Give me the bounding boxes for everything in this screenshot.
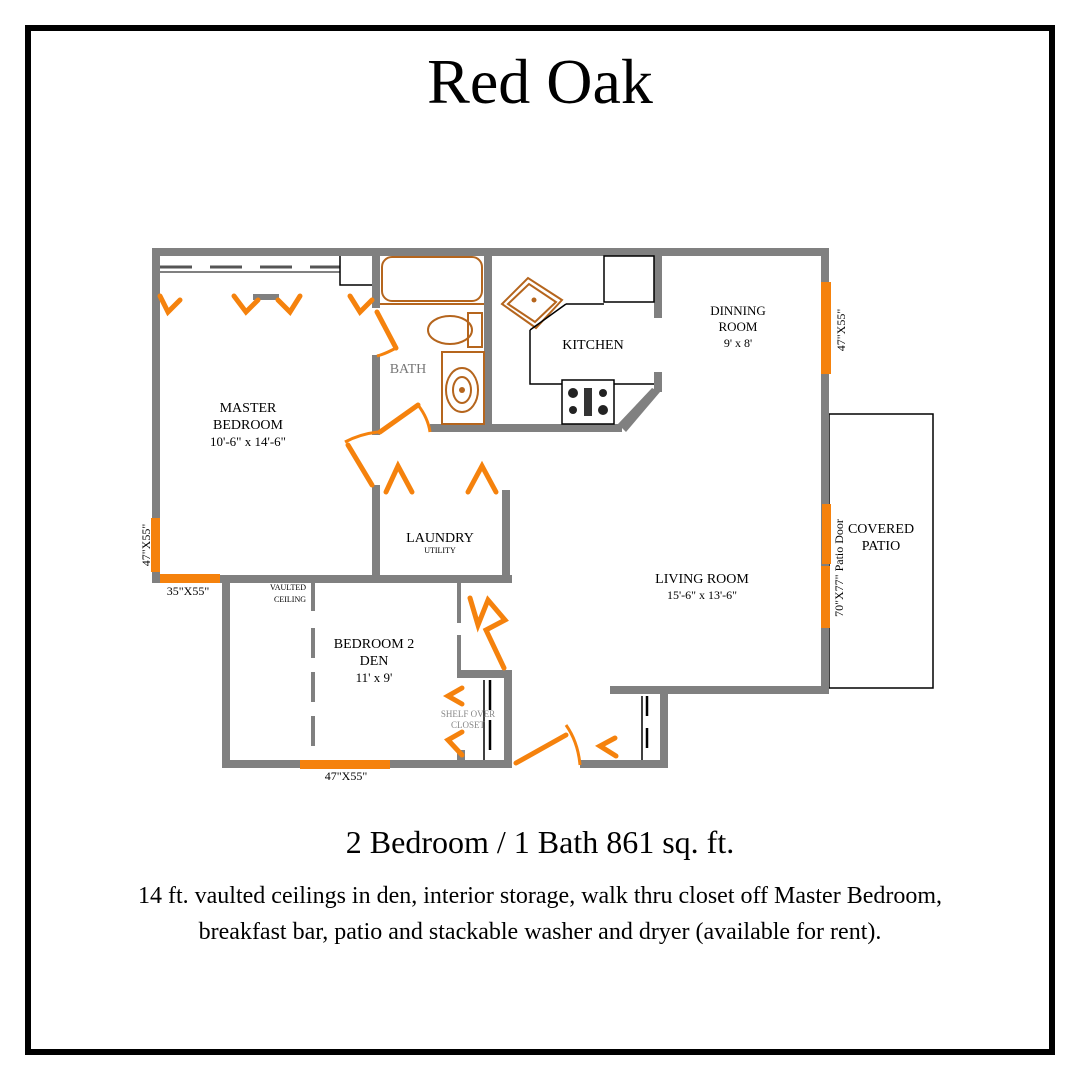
master-closet-track [160,256,372,300]
window-dining-size: 47"X55" [834,309,848,352]
patio-door-lower [821,566,830,628]
kitchen-label: KITCHEN [562,338,623,353]
floorplan-title: Red Oak [427,46,653,117]
svg-text:CEILING: CEILING [274,595,306,604]
shelf-over-closet-label: SHELF OVER [441,709,495,719]
dining-room-size: 9' x 8' [724,336,752,350]
covered-patio-label: COVERED [848,522,914,537]
master-bedroom-label: MASTER [220,401,277,416]
svg-text:PATIO: PATIO [862,539,900,554]
window-master-side [151,518,160,572]
window-master-bottom-size: 35"X55" [167,584,210,598]
svg-text:DEN: DEN [360,654,389,669]
laundry-label: LAUNDRY [406,531,474,546]
bedroom2-size: 11' x 9' [356,670,393,685]
svg-text:CLOSET: CLOSET [451,720,486,730]
window-bedroom2-size: 47"X55" [325,769,368,783]
closet-tracks [483,680,649,760]
bath-fixtures [380,256,485,425]
walls [152,248,829,768]
unit-description: 14 ft. vaulted ceilings in den, interior… [0,878,1080,950]
window-master-side-size: 47"X55" [139,524,153,567]
patio-door-upper [822,504,831,564]
windows [151,282,831,769]
vaulted-divider [311,583,315,746]
unit-summary: 2 Bedroom / 1 Bath 861 sq. ft. [345,824,735,860]
svg-text:ROOM: ROOM [718,319,757,334]
bedroom2-label: BEDROOM 2 [334,637,415,652]
living-room-size: 15'-6" x 13'-6" [667,588,737,602]
patio-door-size: 70"X77" Patio Door [832,519,846,617]
svg-text:BEDROOM: BEDROOM [213,418,284,433]
description-line-1: 14 ft. vaulted ceilings in den, interior… [137,883,943,909]
vaulted-ceiling-label: VAULTED [270,583,306,592]
kitchen-fixtures [500,255,655,425]
bifold-doors [157,293,619,759]
description-line-2: breakfast bar, patio and stackable washe… [198,919,882,945]
room-labels: MASTER BEDROOM 10'-6" x 14'-6" BATH KITC… [210,303,914,685]
bath-label: BATH [390,362,427,377]
window-master-bottom [160,574,220,583]
utility-label: UTILITY [424,546,456,555]
page-border [25,25,1055,1055]
dining-room-label: DINNING [710,303,766,318]
annotations: VAULTED CEILING SHELF OVER CLOSET 35"X55… [139,309,848,783]
swing-doors [344,309,582,766]
window-dining [821,282,831,374]
master-bedroom-size: 10'-6" x 14'-6" [210,434,286,449]
living-room-label: LIVING ROOM [655,572,749,587]
window-bedroom2 [300,760,390,769]
